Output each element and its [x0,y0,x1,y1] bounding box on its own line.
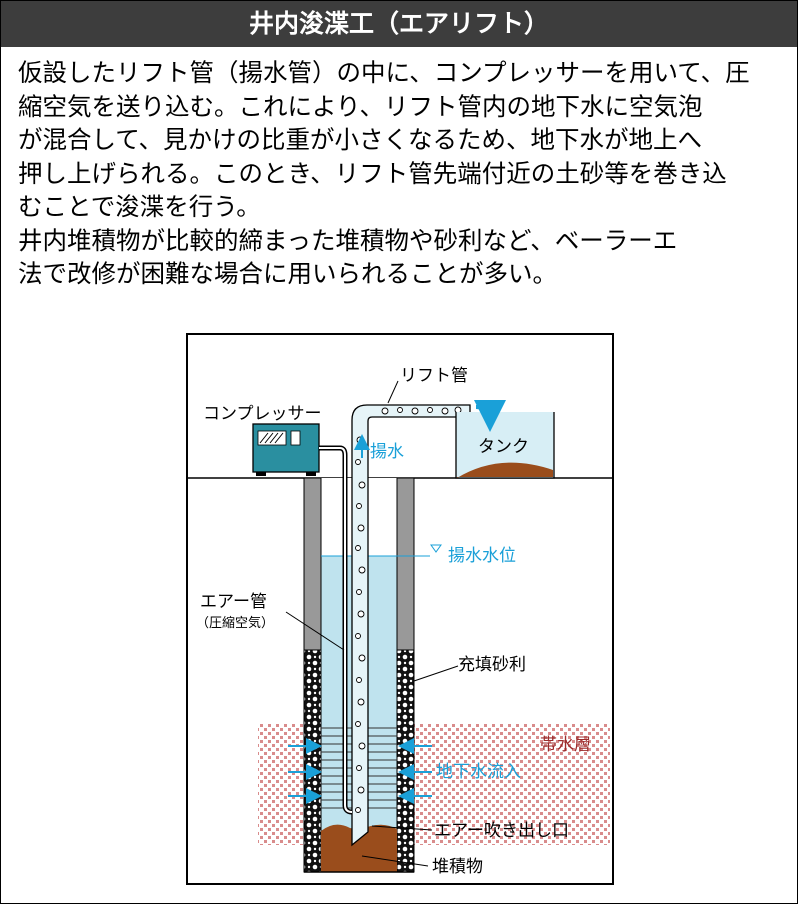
label-pumping: 揚水 [370,442,404,462]
description-line: 押し上げられる。このとき、リフト管先端付近の土砂等を巻き込 [18,158,727,188]
tank-sediment [457,462,553,478]
label-outlet: エアー吹き出し口 [434,821,569,841]
label-aquifer: 帯水層 [540,735,591,755]
description: 仮設したリフト管（揚水管）の中に、コンプレッサーを用いて、圧 縮空気を送り込む。… [18,56,790,291]
casing-left [303,477,322,651]
label-air-pipe-note: （圧縮空気） [196,615,274,631]
description-line: 井内堆積物が比較的締まった堆積物や砂利など、ベーラーエ [18,225,678,255]
water-level-triangle-icon [430,544,442,553]
label-inflow: 地下水流入 [436,762,521,782]
gravel-pack-right [396,649,415,873]
description-line: 縮空気を送り込む。これにより、リフト管内の地下水に空気泡 [18,91,703,121]
outflow-arrow-icon [473,399,506,432]
description-line: むことで浚渫を行う。 [18,192,261,221]
description-line: が混合して、見かけの比重が小さくなるため、地下水が地上へ [18,125,703,154]
sediment-fill [321,824,397,872]
description-line: 法で改修が困難な場合に用いられることが多い。 [18,259,557,288]
label-sediment: 堆積物 [432,857,483,877]
label-lift-pipe: リフト管 [400,366,468,386]
description-line: 仮設したリフト管（揚水管）の中に、コンプレッサーを用いて、圧 [18,58,750,87]
label-tank: タンク [478,437,529,457]
gravel-pack-left [303,649,322,873]
airlift-diagram: リフト管 コンプレッサー 揚水 タンク 揚水水位 エアー管 （圧縮空気） 充填砂… [186,333,614,885]
inflow-arrows [288,738,432,804]
label-gravel: 充填砂利 [458,655,526,675]
page-title: 井内浚渫工（エアリフト） [1,1,797,47]
diagram-svg: リフト管 コンプレッサー 揚水 タンク 揚水水位 エアー管 （圧縮空気） 充填砂… [188,366,612,877]
compressor [252,423,320,476]
casing-right [396,477,415,651]
label-water-level: 揚水水位 [448,546,516,566]
label-air-pipe: エアー管 [200,592,267,612]
label-compressor: コンプレッサー [203,404,322,424]
